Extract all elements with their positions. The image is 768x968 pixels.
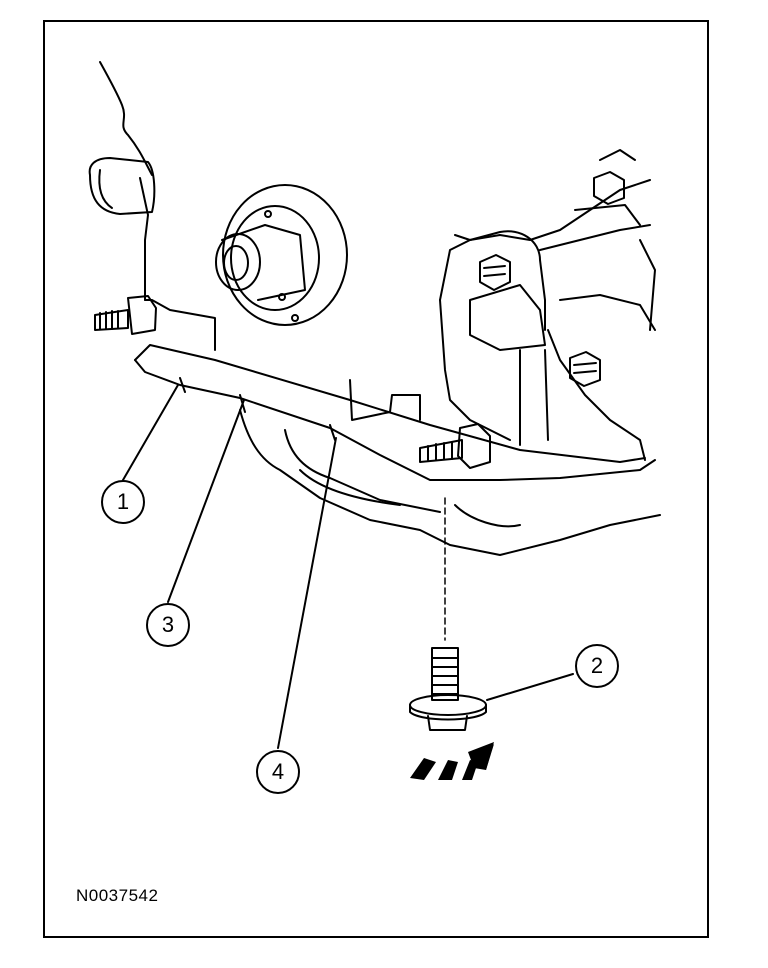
figure-id-label: N0037542 — [76, 886, 159, 905]
leader-line-1 — [122, 384, 179, 481]
oil-pan-body — [239, 409, 661, 556]
leader-line-3 — [167, 399, 245, 603]
right-stud — [419, 423, 491, 469]
callout-3: 3 — [146, 603, 190, 647]
figure-frame — [43, 20, 709, 938]
crankshaft-pulley — [215, 184, 348, 326]
rotation-arrow-icon — [410, 742, 494, 780]
engine-block-outline — [99, 61, 216, 351]
mount-bracket — [88, 157, 156, 215]
block-bolt-right — [593, 171, 625, 205]
callout-2: 2 — [575, 644, 619, 688]
leader-line-4 — [277, 437, 337, 749]
block-bolt-upper — [479, 254, 511, 291]
callout-1: 1 — [101, 480, 145, 524]
oil-pan-bolt — [409, 647, 487, 731]
leader-line-2 — [486, 673, 574, 701]
callout-4: 4 — [256, 750, 300, 794]
engine-block-right — [349, 149, 656, 461]
block-bolt-lower — [569, 351, 601, 387]
left-stud — [94, 295, 157, 335]
